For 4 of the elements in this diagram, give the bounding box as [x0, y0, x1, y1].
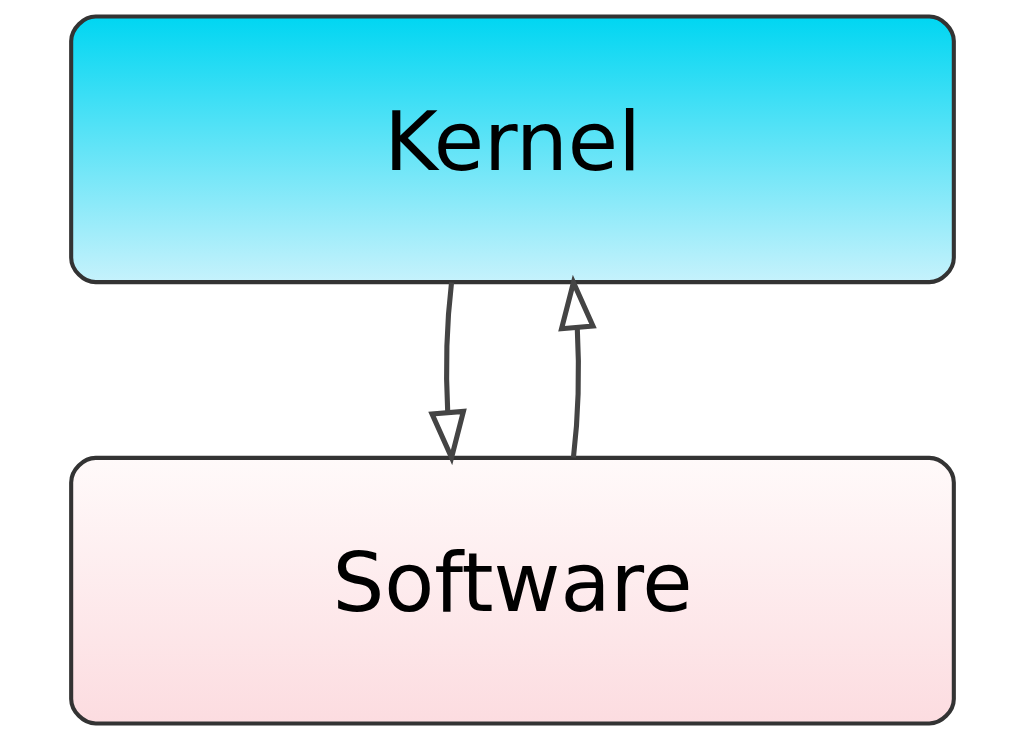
node-box: Software [68, 455, 956, 726]
node-box: Kernel [68, 14, 956, 285]
arrow [427, 282, 467, 466]
arrow [557, 274, 597, 458]
